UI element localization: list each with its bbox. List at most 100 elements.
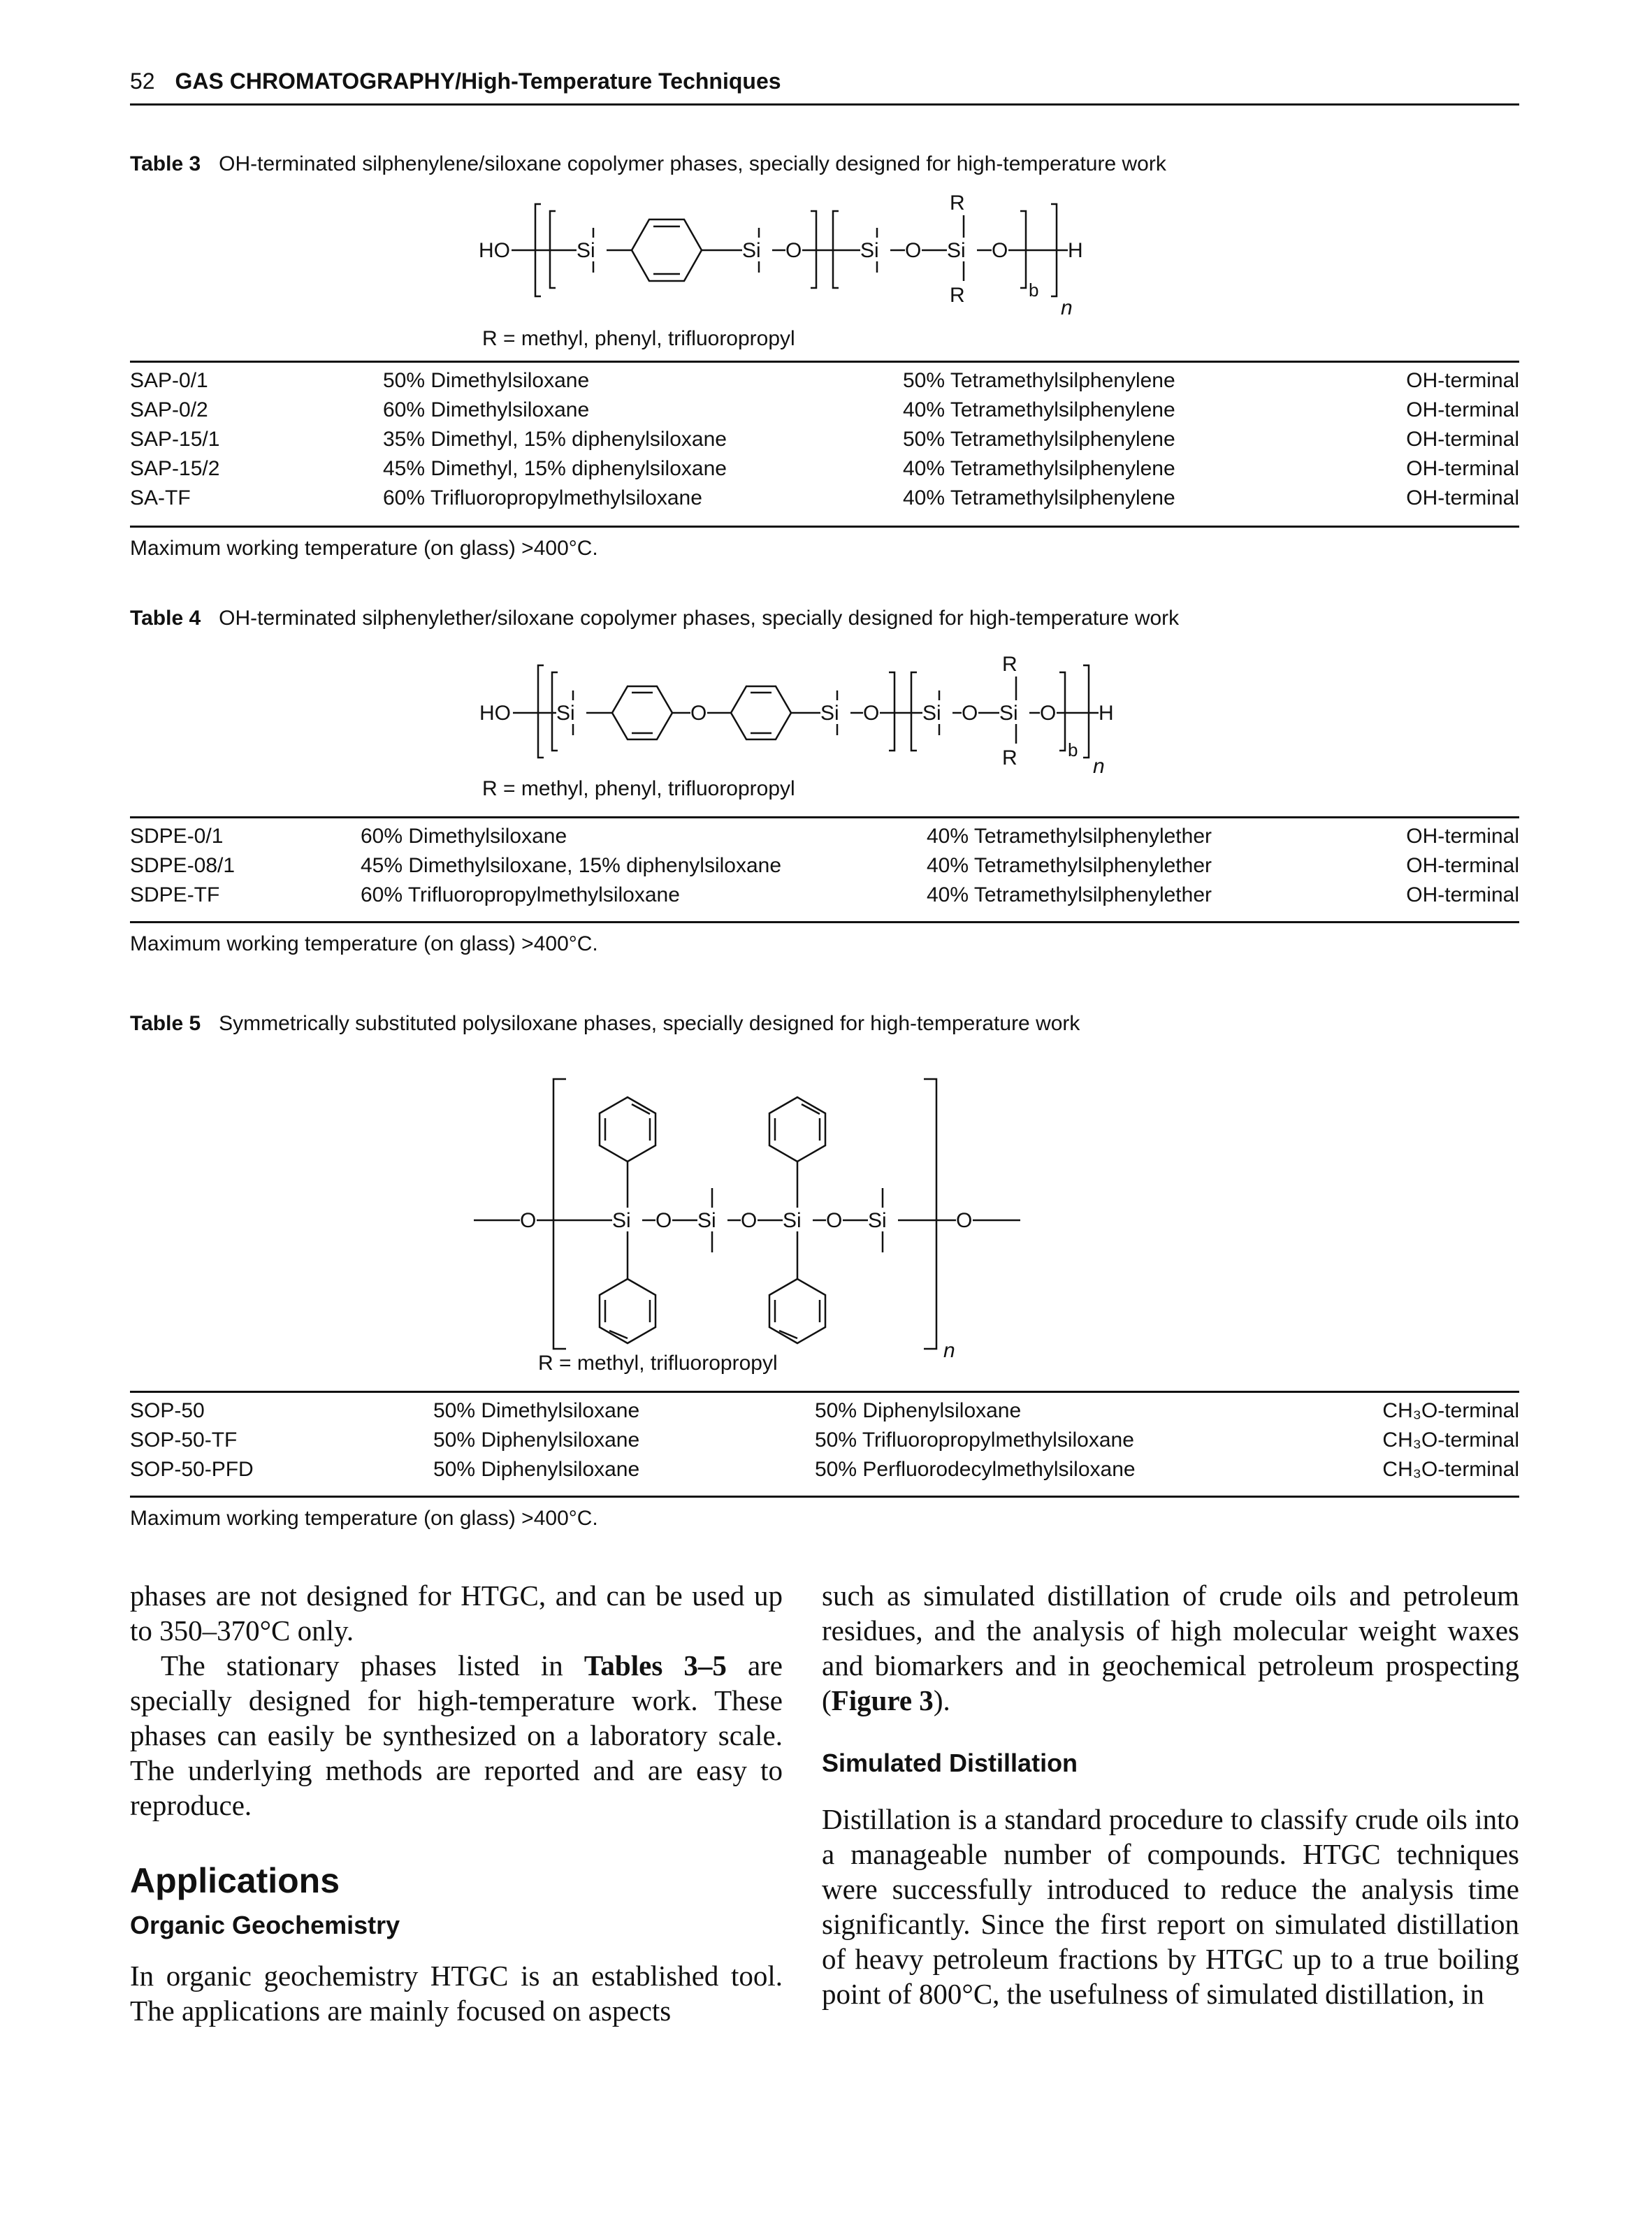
formula-n: n [1093,755,1105,774]
table-row: SDPE-08/1 45% Dimethylsiloxane, 15% diph… [130,851,1519,881]
formula-h: H [1099,702,1114,725]
formula-si: Si [820,702,839,725]
formula-o: O [826,1209,842,1232]
component-b: 50% Tetramethylsilphenylene [903,428,1175,451]
termination: OH-terminal [1406,854,1519,877]
component-b: 50% Perfluorodecylmethylsiloxane [815,1458,1136,1481]
table5-bottom-rule [130,1496,1519,1498]
phase-name: SA-TF [130,486,191,509]
formula-r: R [1002,746,1017,769]
formula-si: Si [868,1209,887,1232]
formula-o: O [956,1209,972,1232]
termination: CH₃O-terminal [1382,1399,1519,1422]
table3-bottom-rule [130,526,1519,528]
subsection-heading: Organic Geochemistry [130,1911,400,1939]
component-b: 40% Tetramethylsilphenylene [903,486,1175,509]
table4-r-groups: R = methyl, phenyl, trifluoropropyl [482,777,795,800]
table3-structure: HO Si Si O Si O Si O H R R b n [479,191,1083,319]
table-reference[interactable]: Tables 3–5 [584,1649,727,1681]
table4-top-rule [130,816,1519,818]
left-column: phases are not designed for HTGC, and ca… [130,1578,783,2028]
formula-o: O [520,1209,536,1232]
termination: CH₃O-terminal [1382,1428,1519,1452]
table3-label: Table 3 [130,152,201,175]
section-heading: Applications [130,1861,340,1900]
component-b: 40% Tetramethylsilphenylether [927,854,1212,877]
component-a: 50% Dimethylsiloxane [433,1399,640,1422]
formula-o: O [785,239,802,262]
paragraph: Distillation is a standard procedure to … [822,1803,1519,2010]
paragraph: such as simulated distillation of crude … [822,1579,1519,1716]
component-b: 50% Tetramethylsilphenylene [903,369,1175,392]
paragraph: In organic geochemistry HTGC is an estab… [130,1960,783,2027]
table4-body: SDPE-0/1 60% Dimethylsiloxane 40% Tetram… [130,822,1519,910]
header-rule [130,103,1519,106]
formula-si: Si [947,239,966,262]
phase-name: SDPE-0/1 [130,825,224,848]
component-b: 50% Diphenylsiloxane [815,1399,1022,1422]
table4-label: Table 4 [130,607,201,630]
formula-h: H [1068,239,1083,262]
table5-structure: O Si O Si O Si O Si O n [474,1078,1020,1362]
formula-r: R [950,191,965,215]
table5-body: SOP-50 50% Dimethylsiloxane 50% Diphenyl… [130,1396,1519,1484]
table-row: SDPE-0/1 60% Dimethylsiloxane 40% Tetram… [130,822,1519,851]
formula-si: Si [783,1209,802,1232]
formula-o: O [690,702,707,725]
formula-si: Si [577,239,595,262]
termination: OH-terminal [1406,457,1519,480]
table-row: SAP-15/1 35% Dimethyl, 15% diphenylsilox… [130,425,1519,454]
phase-name: SOP-50-PFD [130,1458,254,1481]
table-row: SOP-50-TF 50% Diphenylsiloxane 50% Trifl… [130,1426,1519,1455]
table-row: SAP-0/2 60% Dimethylsiloxane 40% Tetrame… [130,396,1519,425]
phase-name: SAP-0/2 [130,398,208,421]
component-b: 40% Tetramethylsilphenylether [927,825,1212,848]
termination: OH-terminal [1406,825,1519,848]
component-a: 60% Dimethylsiloxane [361,825,567,848]
phase-name: SAP-15/1 [130,428,220,451]
component-b: 50% Trifluoropropylmethylsiloxane [815,1428,1134,1452]
table-row: SOP-50-PFD 50% Diphenylsiloxane 50% Perf… [130,1455,1519,1484]
table3-top-rule [130,361,1519,363]
formula-si: Si [999,702,1018,725]
table3-body: SAP-0/1 50% Dimethylsiloxane 50% Tetrame… [130,366,1519,513]
formula-o: O [741,1209,757,1232]
formula-o: O [655,1209,672,1232]
table5-caption-text: Symmetrically substituted polysiloxane p… [219,1012,1080,1035]
component-a: 35% Dimethyl, 15% diphenylsiloxane [383,428,727,451]
formula-si: Si [556,702,575,725]
phase-name: SAP-15/2 [130,457,220,480]
component-b: 40% Tetramethylsilphenylene [903,457,1175,480]
page-number: 52 [130,68,155,94]
table-row: SAP-15/2 45% Dimethyl, 15% diphenylsilox… [130,454,1519,484]
formula-n: n [943,1339,955,1362]
right-column: such as simulated distillation of crude … [822,1578,1519,2011]
paragraph: phases are not designed for HTGC, and ca… [130,1579,783,1647]
formula-si: Si [697,1209,716,1232]
formula-si: Si [860,239,879,262]
phase-name: SDPE-08/1 [130,854,236,877]
formula-ho: HO [479,702,511,725]
table3-caption-text: OH-terminated silphenylene/siloxane copo… [219,152,1166,175]
table-row: SOP-50 50% Dimethylsiloxane 50% Diphenyl… [130,1396,1519,1426]
table-row: SAP-0/1 50% Dimethylsiloxane 50% Tetrame… [130,366,1519,396]
component-b: 40% Tetramethylsilphenylether [927,883,1212,906]
table4-note: Maximum working temperature (on glass) >… [130,932,598,955]
component-a: 60% Trifluoropropylmethylsiloxane [383,486,702,509]
figure-reference[interactable]: Figure 3 [831,1684,934,1716]
formula-o: O [905,239,921,262]
formula-si: Si [742,239,761,262]
formula-o: O [962,702,978,725]
formula-r: R [950,284,965,307]
table4-structure: HO Si O Si O Si O Si O H R R b n [479,653,1114,774]
formula-b: b [1029,280,1038,301]
running-title: GAS CHROMATOGRAPHY/High-Temperature Tech… [175,68,781,94]
component-a: 45% Dimethyl, 15% diphenylsiloxane [383,457,727,480]
table5-r-groups: R = methyl, trifluoropropyl [538,1352,778,1375]
formula-o: O [992,239,1008,262]
table4-bottom-rule [130,921,1519,923]
component-b: 40% Tetramethylsilphenylene [903,398,1175,421]
table-row: SDPE-TF 60% Trifluoropropylmethylsiloxan… [130,881,1519,910]
